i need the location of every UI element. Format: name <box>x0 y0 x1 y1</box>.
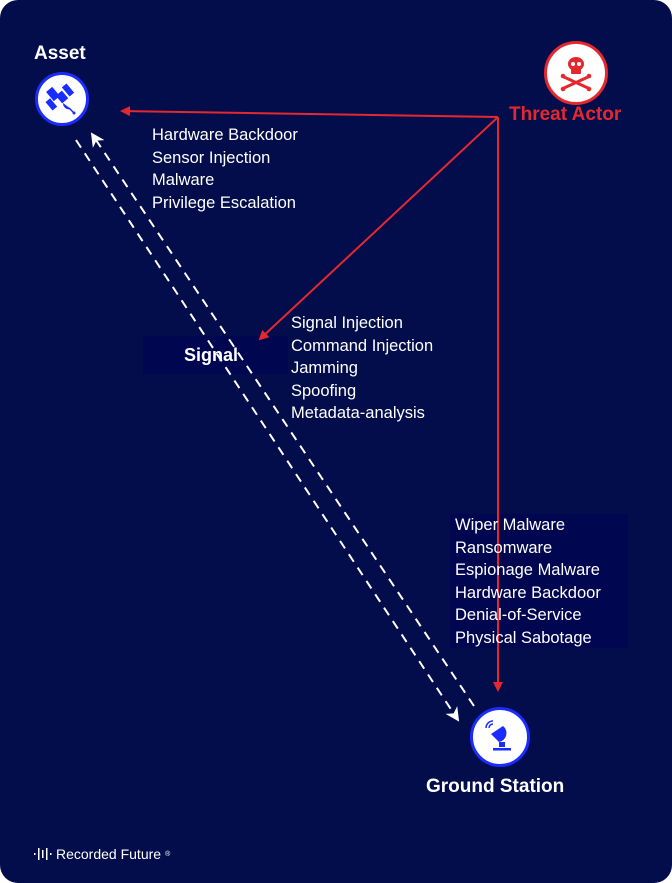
satellite-dish-icon <box>485 720 511 751</box>
signal-attack-list: Signal Injection Command Injection Jammi… <box>291 312 433 425</box>
asset-label: Asset <box>34 43 86 64</box>
asset-node[interactable] <box>35 72 89 126</box>
threat-actor-node[interactable] <box>544 41 608 105</box>
logo-text: Recorded Future <box>56 846 162 862</box>
attack-item: Sensor Injection <box>152 148 271 167</box>
attack-item: Physical Sabotage <box>455 628 592 647</box>
recorded-future-logo: Recorded Future® <box>34 846 170 862</box>
ground-station-node[interactable] <box>470 707 530 767</box>
attack-item: Denial-of-Service <box>455 606 582 625</box>
attack-item: Ransomware <box>455 538 553 557</box>
attack-item: Spoofing <box>291 381 357 400</box>
ground-station-attack-list: Wiper Malware Ransomware Espionage Malwa… <box>455 514 601 650</box>
attack-item: Command Injection <box>291 336 434 355</box>
attack-item: Metadata-analysis <box>291 404 425 423</box>
threat-arrow-to-asset <box>120 106 499 118</box>
threat-actor-label: Threat Actor <box>509 104 622 125</box>
satellite-icon <box>45 83 76 115</box>
threat-arrow-to-signal <box>258 116 499 341</box>
signal-label-box <box>143 336 288 374</box>
ground-station-attacks-box <box>450 514 628 648</box>
asset-attack-list: Hardware Backdoor Sensor Injection Malwa… <box>152 124 298 214</box>
ground-station-label: Ground Station <box>426 776 565 797</box>
attack-item: Malware <box>152 171 215 190</box>
signal-label: Signal <box>184 345 239 365</box>
attack-item: Hardware Backdoor <box>152 126 298 144</box>
attack-item: Privilege Escalation <box>152 193 296 212</box>
attack-item: Espionage Malware <box>455 561 600 580</box>
recorded-future-logo-icon <box>34 848 52 860</box>
attack-item: Jamming <box>291 359 358 378</box>
attack-item: Wiper Malware <box>455 516 566 534</box>
trademark: ® <box>165 850 171 858</box>
attack-item: Signal Injection <box>291 314 403 332</box>
attack-item: Hardware Backdoor <box>455 583 601 602</box>
skull-crossbones-icon <box>560 57 592 92</box>
dashed-link-asset-to-ground <box>75 139 460 722</box>
dashed-link-ground-to-asset <box>90 132 475 707</box>
